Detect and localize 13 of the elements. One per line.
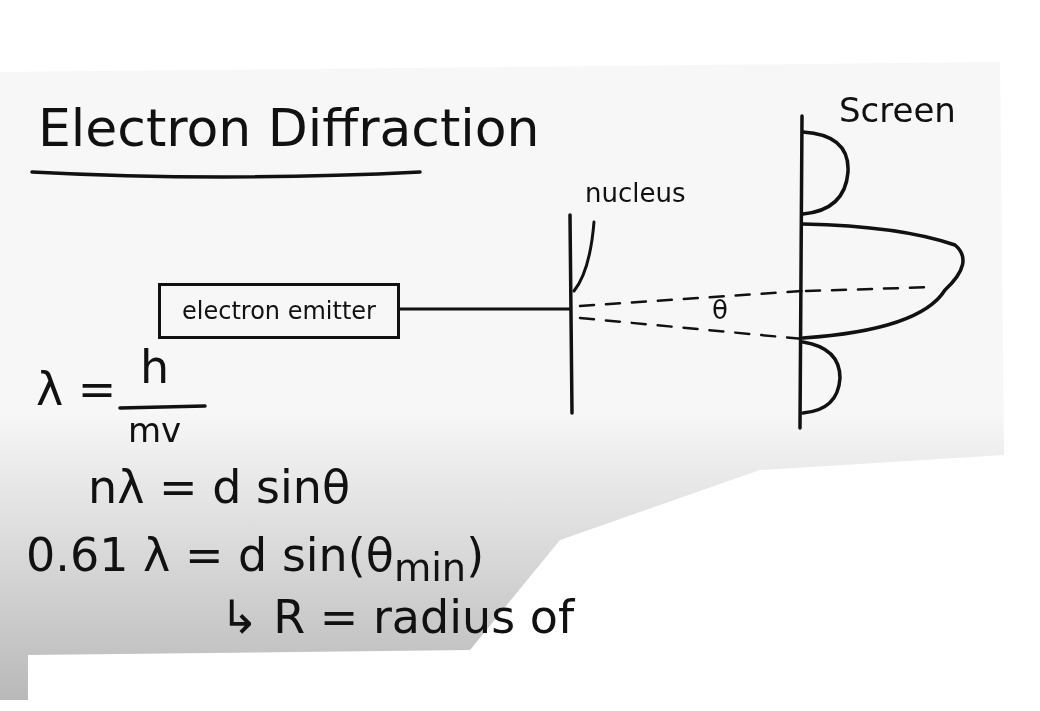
leader-line bbox=[572, 220, 596, 293]
equation: nλ = d sinθ bbox=[88, 462, 351, 513]
nucleus-label: nucleus bbox=[585, 178, 695, 218]
angle-symbol: θ bbox=[712, 296, 728, 325]
numerator: h bbox=[140, 342, 170, 393]
denominator: mv bbox=[128, 412, 182, 450]
emitter-box: electron emitter bbox=[158, 283, 400, 339]
title: Electron Diffraction bbox=[38, 100, 540, 158]
connector-line bbox=[398, 307, 572, 311]
screen-label: Screen bbox=[839, 92, 956, 130]
equation: λ = bbox=[36, 364, 117, 415]
equation: 0.61 λ = d sin(θ$_{min}$) bbox=[26, 530, 485, 590]
note: ↳ R = radius of bbox=[220, 592, 575, 643]
